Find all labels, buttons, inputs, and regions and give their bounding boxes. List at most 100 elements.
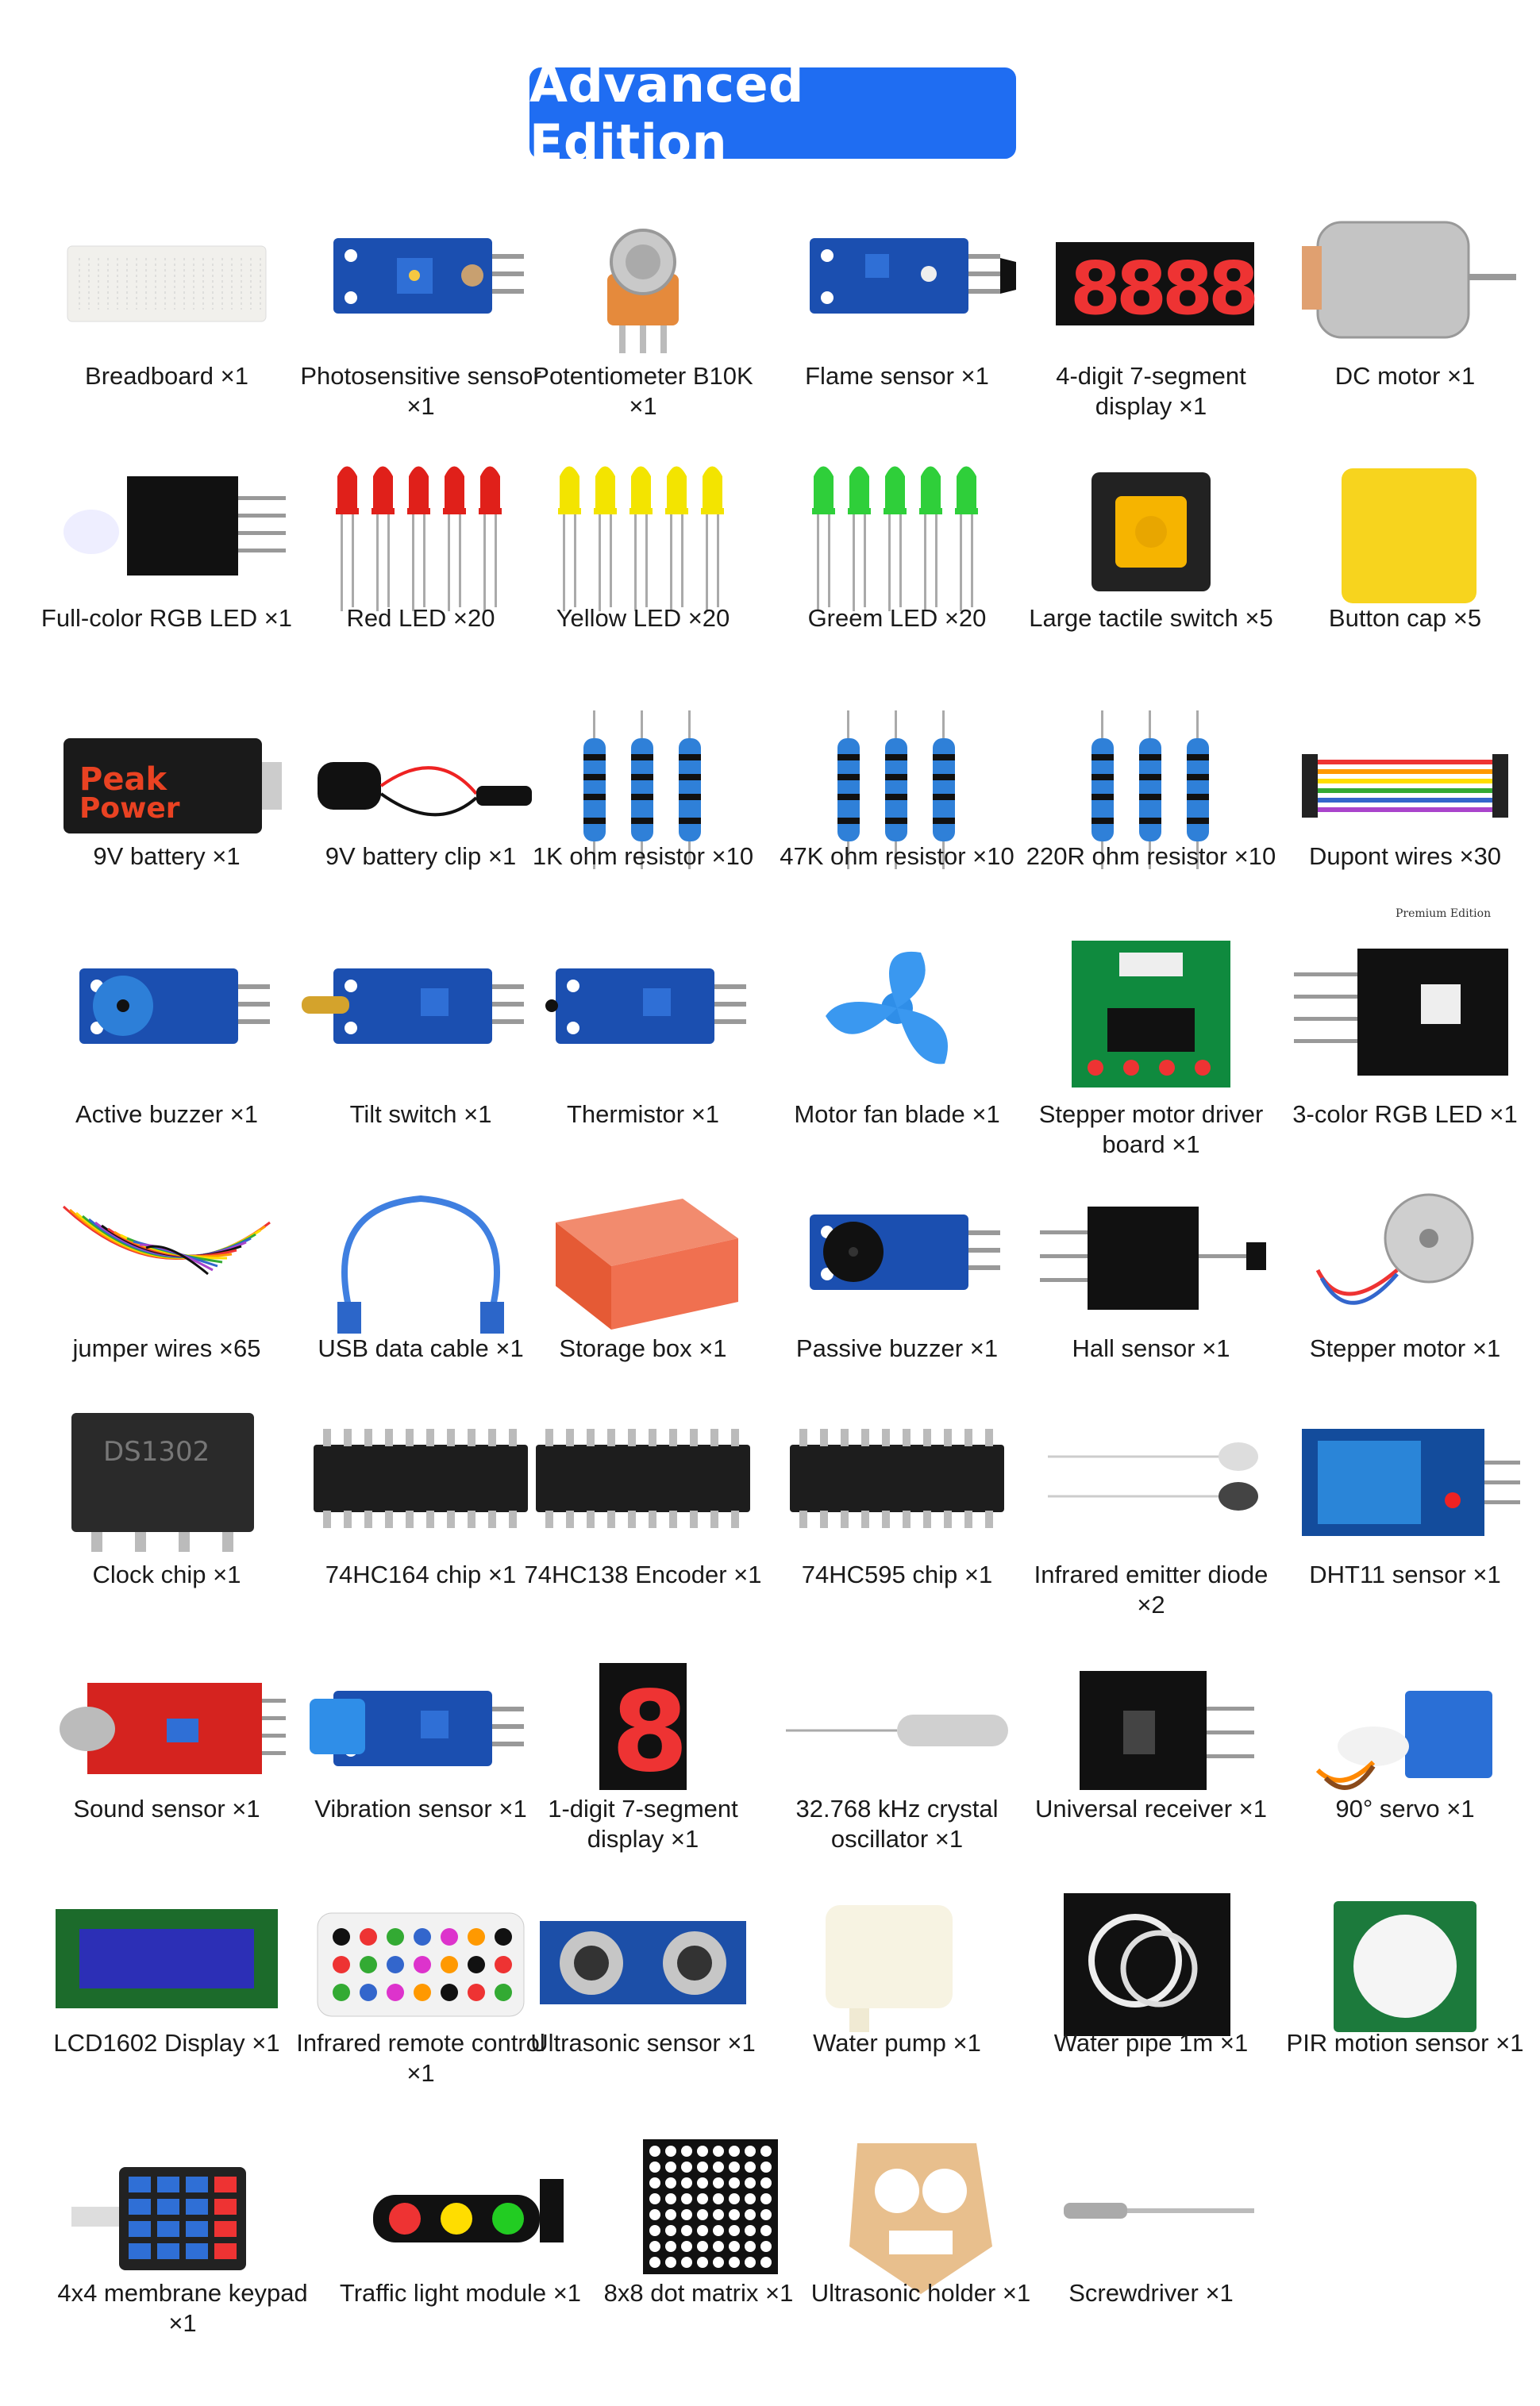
ir-receiver-icon [1080, 1671, 1254, 1790]
component-label: 4x4 membrane keypad ×1 [57, 2279, 308, 2337]
component-label: Potentiometer B10K ×1 [533, 362, 753, 420]
component-label: 8x8 dot matrix ×1 [603, 2279, 794, 2307]
svg-text:Peak: Peak [79, 761, 167, 798]
sound-sensor-icon [60, 1683, 286, 1774]
screwdriver-icon [1064, 2203, 1254, 2219]
rgb-module-icon [1294, 949, 1508, 1076]
component-label: Infrared remote control ×1 [296, 2029, 545, 2087]
component-label: 3-color RGB LED ×1 [1292, 1100, 1518, 1128]
component-label: 220R ohm resistor ×10 [1026, 842, 1276, 870]
breadboard-icon [67, 245, 267, 322]
component-label: Flame sensor ×1 [805, 362, 989, 390]
passive-buzzer-icon [810, 1215, 1000, 1290]
dot-matrix-icon [643, 2139, 778, 2274]
component-label: 9V battery clip ×1 [325, 842, 517, 870]
title-banner: Advanced Edition [529, 56, 1016, 171]
dupont-wires-icon [1302, 754, 1508, 818]
component-label: DHT11 sensor ×1 [1309, 1561, 1501, 1588]
component-label: 4-digit 7-segment display ×1 [1056, 362, 1246, 420]
hall-sensor-icon [1040, 1207, 1266, 1310]
pir-icon [1334, 1901, 1476, 2032]
component-label: DC motor ×1 [1334, 362, 1476, 390]
yellow-led-icon [558, 466, 724, 611]
component-label: 47K ohm resistor ×10 [780, 842, 1014, 870]
green-led-icon [812, 466, 978, 611]
battery-clip-icon [318, 762, 532, 817]
holder-icon [849, 2143, 992, 2294]
component-label: PIR motion sensor ×1 [1286, 2029, 1524, 2057]
clock-chip-icon: DS1302 [71, 1413, 254, 1552]
component-label: Stepper motor ×1 [1309, 1334, 1501, 1362]
dht11-icon [1302, 1429, 1520, 1536]
fan-blade-icon [826, 951, 948, 1064]
resistor-icon [837, 710, 955, 869]
component-label: 1-digit 7-segment display ×1 [548, 1795, 738, 1853]
component-label: Hall sensor ×1 [1072, 1334, 1230, 1362]
svg-text:8: 8 [1070, 246, 1121, 331]
vibration-sensor-icon [310, 1691, 524, 1766]
active-buzzer-icon [79, 968, 270, 1044]
component-label: Dupont wires ×30 [1308, 842, 1502, 870]
component-label: Water pump ×1 [813, 2029, 981, 2057]
component-label: Tilt switch ×1 [349, 1100, 492, 1128]
component-label: jumper wires ×65 [72, 1334, 261, 1362]
component-label: Water pipe 1m ×1 [1053, 2029, 1249, 2057]
stepper-driver-icon [1072, 941, 1230, 1088]
component-label: Yellow LED ×20 [556, 604, 730, 632]
red-led-icon [336, 466, 502, 611]
component-label: Full-color RGB LED ×1 [40, 604, 293, 632]
component-label: Red LED ×20 [346, 604, 495, 632]
component-label: 74HC138 Encoder ×1 [524, 1561, 762, 1588]
thermistor-icon [545, 968, 746, 1044]
component-label: Thermistor ×1 [566, 1100, 720, 1128]
svg-text:8: 8 [1208, 246, 1259, 331]
svg-text:DS1302: DS1302 [103, 1436, 210, 1468]
storage-box-icon [556, 1199, 738, 1330]
one-digit-display-icon: 8 [599, 1663, 688, 1797]
component-label: Greem LED ×20 [807, 604, 987, 632]
component-label: Infrared emitter diode ×2 [1034, 1561, 1269, 1619]
potentiometer-icon [607, 229, 679, 353]
traffic-light-icon [373, 2179, 564, 2242]
page-title: Advanced Edition [529, 55, 804, 171]
ultrasonic-icon [540, 1921, 746, 2004]
chip-icon [314, 1429, 528, 1528]
component-label: Breadboard ×1 [85, 362, 248, 390]
component-label: Motor fan blade ×1 [794, 1100, 1000, 1128]
component-label: 74HC595 chip ×1 [801, 1561, 993, 1588]
button-cap-icon [1342, 468, 1476, 603]
component-label: Traffic light module ×1 [339, 2279, 582, 2307]
component-label: Photosensitive sensor ×1 [300, 362, 541, 420]
svg-text:8: 8 [1162, 246, 1213, 331]
component-label: Vibration sensor ×1 [314, 1795, 527, 1823]
chip-icon [790, 1429, 1004, 1528]
crystal-icon [786, 1715, 1008, 1746]
servo-icon [1315, 1691, 1492, 1790]
water-pump-icon [826, 1905, 953, 2032]
component-label: LCD1602 Display ×1 [53, 2029, 280, 2057]
component-label: Stepper motor driver board ×1 [1038, 1100, 1264, 1158]
water-pipe-icon [1064, 1893, 1230, 2036]
ir-diode-icon [1048, 1442, 1258, 1511]
dc-motor-icon [1302, 221, 1516, 339]
component-label: USB data cable ×1 [318, 1334, 524, 1362]
photosensitive-sensor-icon [333, 238, 524, 314]
component-label: Active buzzer ×1 [75, 1100, 259, 1128]
chip-icon [536, 1429, 750, 1528]
remote-icon [317, 1912, 525, 2017]
component-label: 9V battery ×1 [93, 842, 241, 870]
component-label: Screwdriver ×1 [1068, 2279, 1234, 2307]
svg-text:Power: Power [79, 792, 180, 825]
svg-text:8: 8 [611, 1668, 688, 1797]
tilt-switch-icon [302, 968, 524, 1044]
stepper-motor-icon [1315, 1193, 1474, 1305]
usb-cable-icon [337, 1195, 504, 1334]
component-label: 74HC164 chip ×1 [325, 1561, 517, 1588]
component-label: Large tactile switch ×5 [1029, 604, 1273, 632]
component-label: 1K ohm resistor ×10 [532, 842, 754, 870]
tactile-switch-icon [1091, 472, 1211, 591]
component-label: Button cap ×5 [1328, 604, 1482, 632]
component-label: 90° servo ×1 [1335, 1795, 1475, 1823]
